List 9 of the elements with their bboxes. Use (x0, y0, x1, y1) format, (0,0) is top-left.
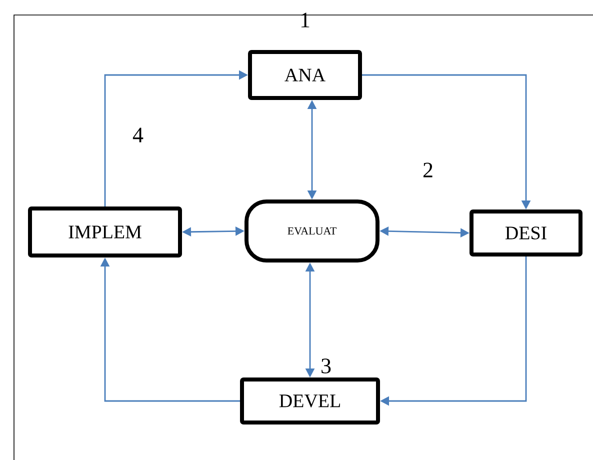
process-box: IMPLEM (28, 206, 182, 258)
step-number: 4 (132, 128, 144, 142)
step-number: 2 (423, 162, 432, 178)
process-box: DESI (470, 210, 582, 256)
process-box: ANA (248, 50, 362, 100)
step-number: 3 (322, 358, 331, 374)
step-number: 1 (301, 12, 310, 28)
rounded-box: EVALUAT (244, 200, 380, 262)
process-box: DEVEL (240, 378, 380, 424)
